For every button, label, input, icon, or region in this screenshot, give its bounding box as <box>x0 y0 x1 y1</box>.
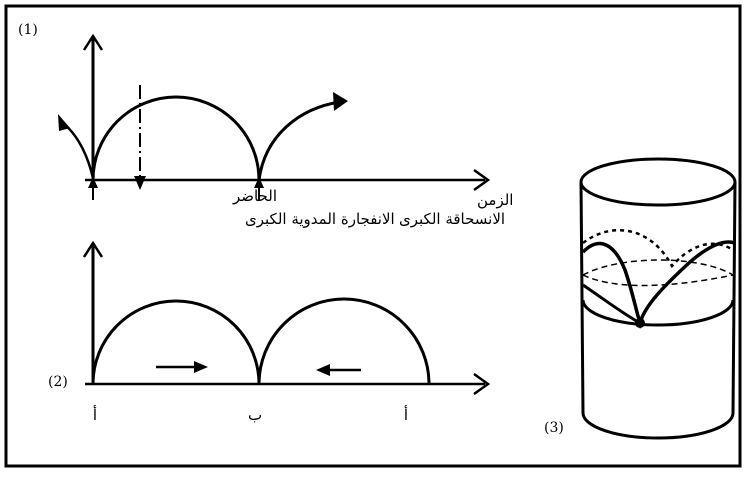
panel-1-vertical-axis-arrowhead <box>82 33 104 51</box>
time-axis-label: الزمن <box>477 191 513 209</box>
junction-point <box>635 318 645 328</box>
pre-bang-arrowhead <box>58 114 70 131</box>
cylinder-right-side <box>731 181 737 414</box>
leftward-arrowhead <box>316 364 330 376</box>
outer-border <box>4 4 742 468</box>
expansion-arch-1 <box>91 95 261 181</box>
point-a-right: أ <box>404 405 408 424</box>
arch-left <box>91 299 261 385</box>
arch-right <box>257 297 431 385</box>
present-label: الحاضر <box>232 187 277 205</box>
cylinder-left-side <box>579 181 585 414</box>
panel-1: (1) الزمن الحاضر الانفجارة المدوية الكبر… <box>18 22 513 228</box>
big-bang-pointer-head <box>88 177 98 188</box>
panel-2-number: (2) <box>48 374 68 390</box>
panel-1-number: (1) <box>18 22 38 38</box>
panel-2-vertical-axis-arrowhead <box>82 240 104 258</box>
big-crunch-pointer-head <box>254 177 264 188</box>
cylinder-top <box>579 157 737 207</box>
panel-3-number: (3) <box>544 420 564 436</box>
present-marker-arrowhead <box>134 176 146 190</box>
cylinder-middle-band <box>581 299 735 327</box>
big-crunch-label: الانسحاقة الكبرى <box>399 210 505 228</box>
hidden-ellipse-back <box>582 259 734 276</box>
pre-bang-curve <box>61 121 95 179</box>
point-b: ب <box>248 406 262 424</box>
rightward-arrowhead <box>194 361 208 373</box>
back-dotted-curve <box>582 229 734 269</box>
big-bang-label: الانفجارة المدوية الكبرى <box>245 210 395 228</box>
arch-2-arrowhead <box>333 92 348 111</box>
expansion-arch-2 <box>257 100 341 181</box>
hidden-ellipse-front <box>582 274 734 287</box>
cylinder-bottom <box>581 412 735 440</box>
panel-3: (3) <box>544 157 737 440</box>
panel-1-time-axis-arrowhead <box>473 168 491 192</box>
point-a-left: أ <box>93 405 97 424</box>
panel-2: (2) أ ب أ <box>48 240 491 424</box>
panel-2-horizontal-axis-arrowhead <box>473 372 491 396</box>
